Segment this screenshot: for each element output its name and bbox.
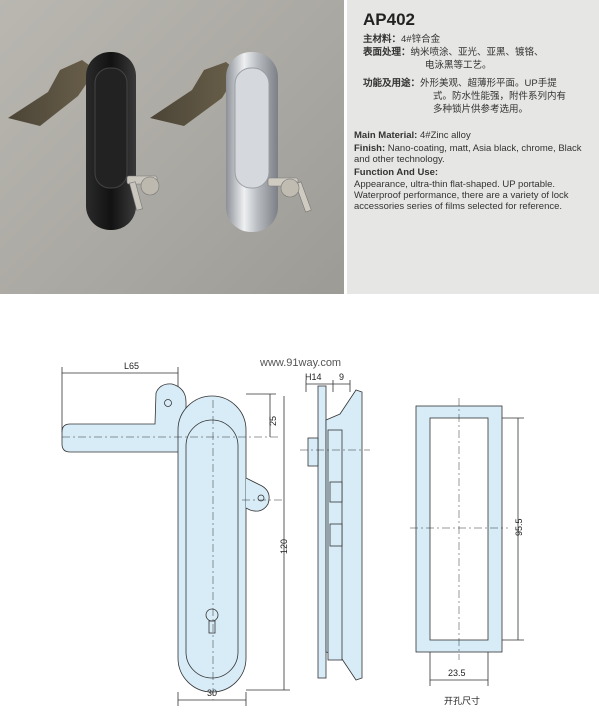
cn-finish-line1: 纳米喷涂、亚光、亚黑、镀铬、 bbox=[410, 47, 544, 58]
cn-material: 主材料：4#锌合金 bbox=[363, 33, 440, 46]
dim-h14: H14 bbox=[305, 372, 322, 382]
side-panel bbox=[317, 385, 327, 679]
en-finish-value: Nano-coating, matt, Asia black, chrome, … bbox=[354, 143, 582, 165]
black-latch-key bbox=[126, 175, 160, 211]
cn-function-line1: 外形美观、超薄形平面。UP手提 bbox=[420, 78, 557, 89]
dim-25: 25 bbox=[268, 416, 278, 426]
en-function-label: Function And Use: bbox=[354, 167, 593, 178]
front-handle bbox=[185, 419, 239, 679]
chrome-latch-key bbox=[267, 177, 312, 213]
cn-finish-line2: 电泳黑等工艺。 bbox=[425, 60, 492, 71]
dim-l65: L65 bbox=[124, 361, 139, 371]
cn-function-line3: 多种锁片供参考选用。 bbox=[433, 104, 529, 115]
cn-material-value: 4#锌合金 bbox=[401, 34, 441, 45]
front-lever bbox=[61, 383, 187, 453]
en-material: Main Material: 4#Zinc alloy bbox=[354, 130, 593, 141]
dim-23-5: 23.5 bbox=[448, 668, 466, 678]
dim-120: 120 bbox=[279, 539, 289, 554]
spec-panel: AP402 主材料：4#锌合金 表面处理：纳米喷涂、亚光、亚黑、镀铬、 电泳黑等… bbox=[347, 0, 599, 294]
black-latch-plate bbox=[8, 60, 96, 126]
front-ear bbox=[245, 477, 270, 512]
chrome-latch-plate bbox=[150, 62, 238, 126]
en-finish: Finish: Nano-coating, matt, Asia black, … bbox=[354, 143, 593, 165]
en-material-label: Main Material: bbox=[354, 130, 418, 141]
cn-material-label: 主材料： bbox=[363, 34, 402, 45]
cn-function-label: 功能及用途： bbox=[363, 78, 421, 89]
cutout-label: 开孔尺寸 bbox=[444, 695, 480, 706]
cn-finish: 表面处理：纳米喷涂、亚光、亚黑、镀铬、 bbox=[363, 46, 544, 59]
cn-finish-label: 表面处理： bbox=[363, 47, 411, 58]
dim-95-5: 95.5 bbox=[514, 518, 524, 536]
product-photo-art bbox=[8, 52, 312, 232]
drawing-svg: www.91way.com L65 bbox=[61, 357, 524, 706]
en-function-label-text: Function And Use: bbox=[354, 167, 439, 178]
dim-9: 9 bbox=[339, 372, 344, 382]
en-function-value: Appearance, ultra-thin flat-shaped. UP p… bbox=[354, 179, 569, 212]
product-photo bbox=[0, 0, 344, 294]
en-material-value: 4#Zinc alloy bbox=[420, 130, 471, 141]
en-finish-label: Finish: bbox=[354, 143, 386, 154]
technical-drawing: www.91way.com L65 bbox=[0, 300, 599, 723]
cn-function-line2: 式。防水性能强，附件系列内有 bbox=[433, 91, 567, 102]
dim-30: 30 bbox=[207, 688, 217, 698]
model-number: AP402 bbox=[363, 10, 415, 29]
cn-function: 功能及用途：外形美观、超薄形平面。UP手提 bbox=[363, 77, 557, 90]
watermark-text: www.91way.com bbox=[259, 357, 341, 369]
